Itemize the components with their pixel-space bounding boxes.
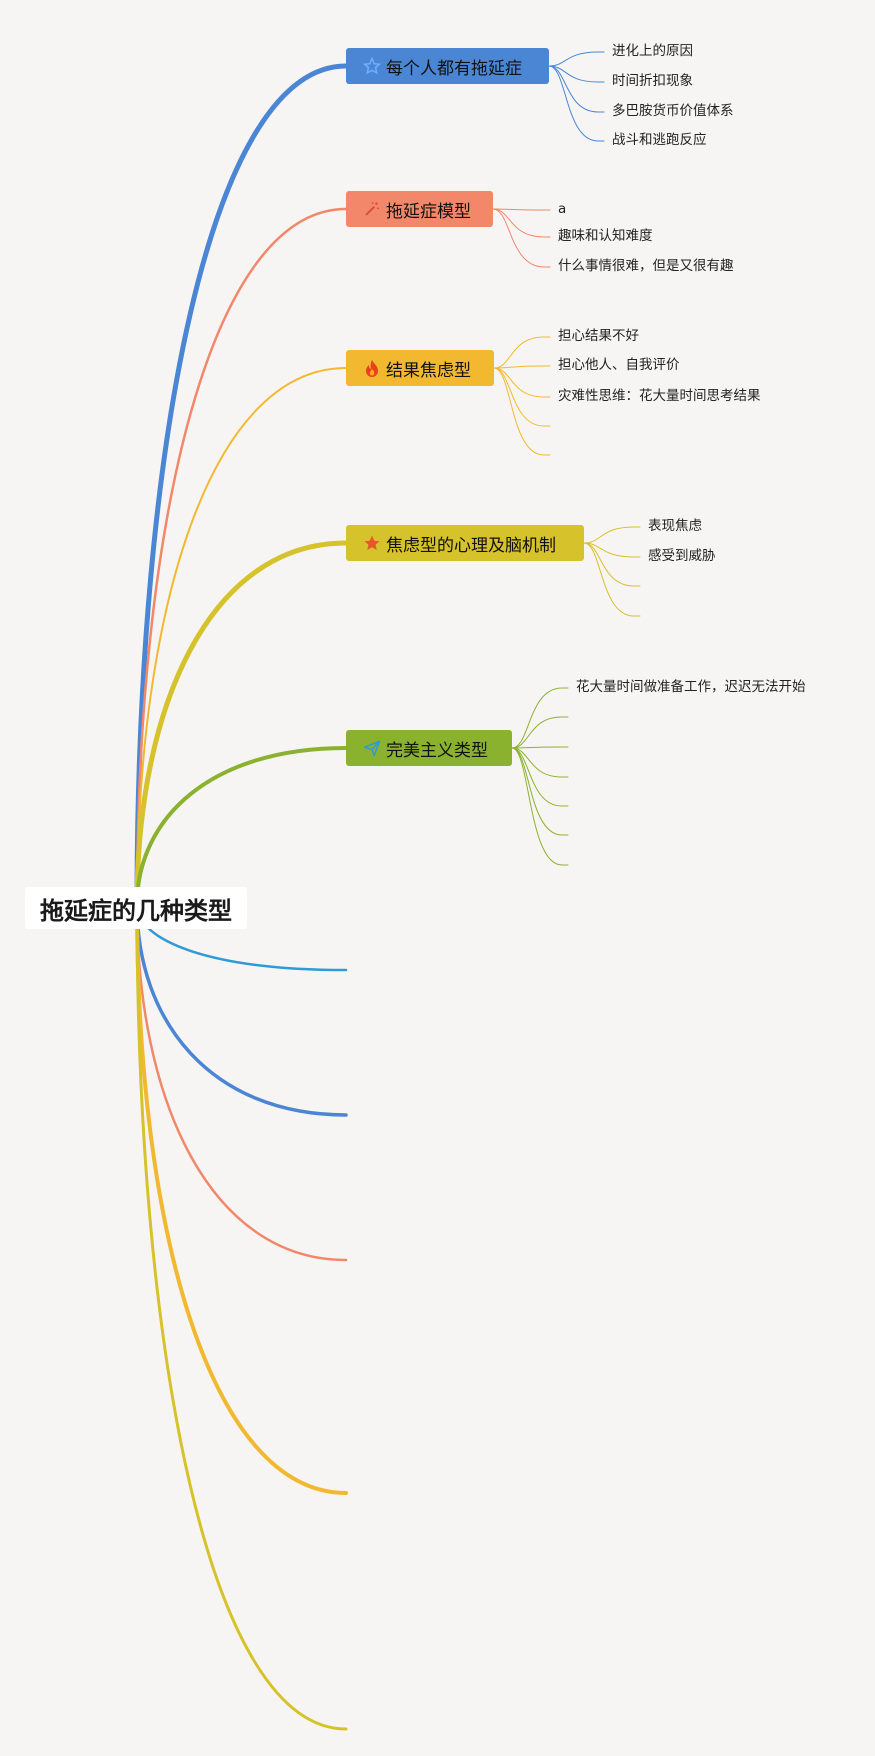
leaf-topic[interactable]: 担心结果不好 [558,328,639,344]
topic-branch [136,367,347,906]
leaf-topic[interactable]: 战斗和逃跑反应 [612,132,707,148]
topic-node[interactable]: 焦虑型的心理及脑机制 [346,525,584,561]
leaf-topic[interactable]: 时间折扣现象 [612,73,693,89]
sub-branch [583,542,641,617]
root-topic[interactable]: 拖延症的几种类型 [25,887,247,929]
paper-plane-icon [362,738,382,758]
sub-branch [511,747,569,836]
topic-branch [134,540,349,908]
leaf-topic[interactable]: 表现焦虑 [648,518,702,534]
sub-branch [548,65,605,83]
sub-branch [583,526,641,544]
sub-branch [492,208,551,211]
empty-branch [135,903,348,1117]
sub-branch [492,208,551,238]
sub-branch [583,542,641,558]
empty-branch [135,903,348,1262]
leaf-topic[interactable]: 灾难性思维：花大量时间思考结果 [558,388,761,404]
topic-node[interactable]: 拖延症模型 [346,191,493,227]
topic-node[interactable]: 完美主义类型 [346,730,512,766]
leaf-topic[interactable]: 担心他人、自我评价 [558,357,680,373]
sub-branch [548,65,605,142]
sub-branch [583,542,641,587]
topic-node[interactable]: 每个人都有拖延症 [346,48,549,84]
sub-branch [511,747,569,807]
leaf-topic[interactable]: a [558,201,567,217]
sub-branch [492,208,551,268]
topic-label: 拖延症模型 [386,201,471,222]
topic-branch [135,746,348,907]
topic-label: 结果焦虑型 [386,360,471,381]
sub-branch [493,336,551,369]
fire-icon [362,358,382,378]
topic-node[interactable]: 结果焦虑型 [346,350,494,386]
star-outline-icon [362,56,382,76]
sub-branch [493,367,551,398]
leaf-topic[interactable]: 趣味和认知难度 [558,228,653,244]
sub-branch [493,365,551,369]
sub-branch [511,687,569,749]
leaf-topic[interactable]: 花大量时间做准备工作，迟迟无法开始 [576,679,806,695]
leaf-topic[interactable]: 多巴胺货币价值体系 [612,103,734,119]
star-filled-icon [362,533,382,553]
sub-branch [511,746,569,749]
topic-label: 焦虑型的心理及脑机制 [386,535,556,556]
empty-branch [135,903,348,1495]
root-label: 拖延症的几种类型 [40,896,232,925]
sub-branch [548,51,605,67]
sub-branch [511,747,569,778]
leaf-topic[interactable]: 感受到威胁 [648,548,716,564]
topic-branch [134,63,349,908]
sub-branch [493,367,551,427]
leaf-topic[interactable]: 什么事情很难，但是又很有趣 [558,258,734,274]
sub-branch [511,747,569,866]
topic-branch [135,207,348,907]
magic-wand-icon [362,199,382,219]
sub-branch [548,65,605,113]
sub-branch [493,367,551,456]
topic-label: 完美主义类型 [386,740,488,761]
empty-branch [135,903,348,1731]
sub-branch [511,716,569,749]
topic-label: 每个人都有拖延症 [386,58,522,79]
leaf-topic[interactable]: 进化上的原因 [612,43,693,59]
